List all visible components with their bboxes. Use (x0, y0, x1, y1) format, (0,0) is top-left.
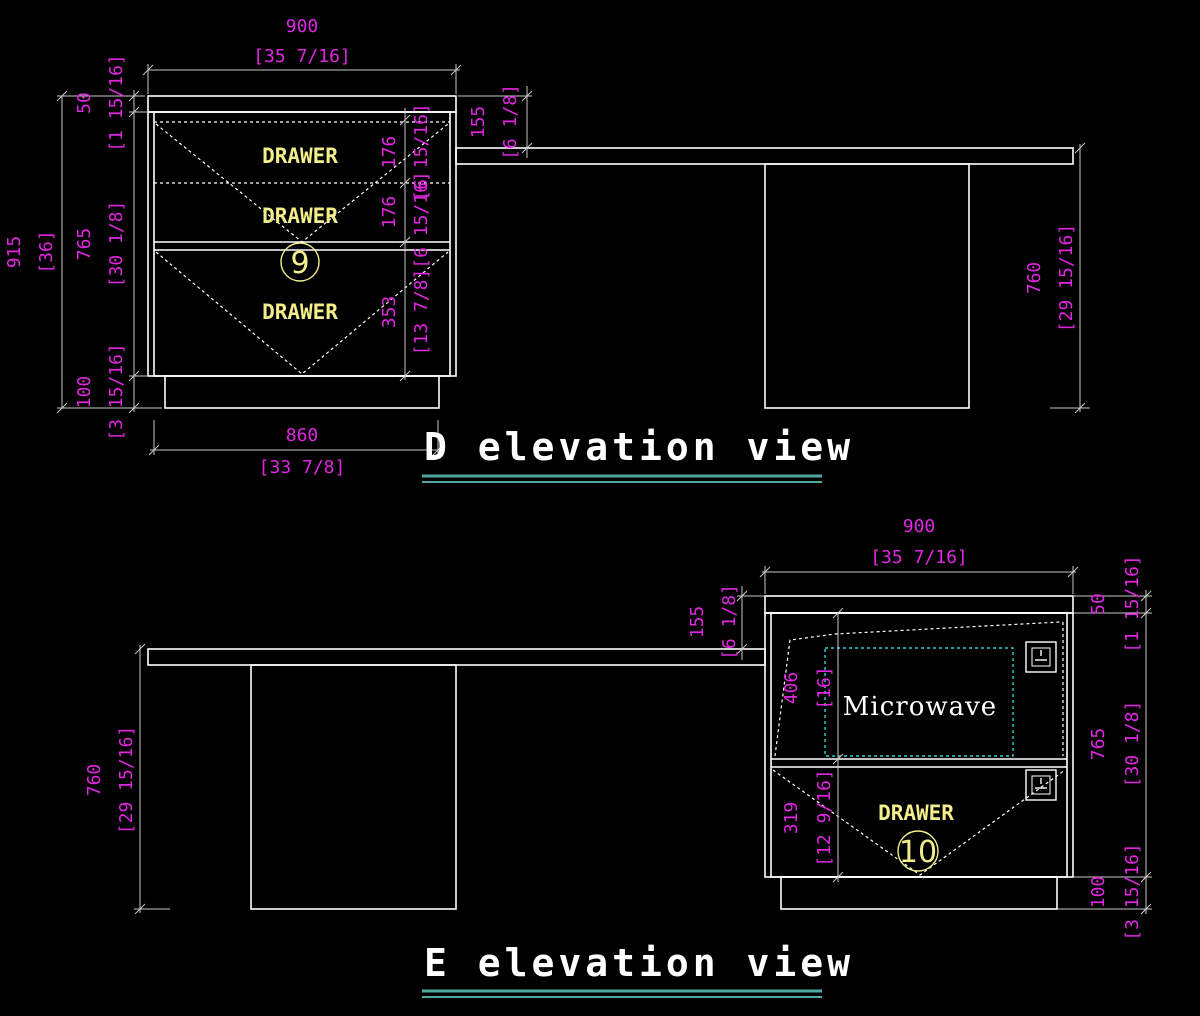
e-desk-height-in: [29 15/16] (116, 726, 137, 834)
e-top-thickness-mm: 50 (1088, 593, 1109, 615)
e-top-thickness-in: [1 15/16] (1122, 555, 1143, 653)
e-desk-drop-mm: 155 (687, 606, 708, 639)
e-drawer-label: DRAWER (878, 801, 954, 825)
e-desk-height-mm: 760 (84, 764, 105, 797)
socket-icon (1025, 769, 1057, 801)
d-cabinet-plinth (164, 375, 440, 409)
e-width-top-mm: 900 (903, 516, 936, 537)
d-tag-circle (280, 242, 320, 282)
e-plinth-height-in: [3 15/16] (1122, 843, 1143, 941)
d-desk-drop-mm: 155 (468, 106, 489, 139)
d-carcass-height-in: [30 1/8] (106, 201, 127, 288)
d-plinth-height-mm: 100 (74, 376, 95, 409)
d-drawer3-in: [13 7/8] (411, 269, 432, 356)
d-drawer2-mm: 176 (379, 196, 400, 229)
d-width-bottom-in: [33 7/8] (259, 457, 346, 478)
d-width-bottom-mm: 860 (286, 425, 319, 446)
d-drawer3-mm: 353 (379, 296, 400, 329)
e-microwave-bay-in: [16] (814, 666, 835, 709)
e-tag-circle (897, 830, 939, 872)
d-drawer1-in: [6 15/16] (411, 103, 432, 201)
e-width-top-in: [35 7/16] (870, 547, 968, 568)
d-width-top-in: [35 7/16] (253, 46, 351, 67)
d-plinth-height-in: [3 15/16] (106, 343, 127, 441)
e-desk-leg (250, 664, 457, 910)
d-width-top-mm: 900 (286, 16, 319, 37)
e-microwave-bay-mm: 406 (781, 672, 802, 705)
socket-icon (1025, 641, 1057, 673)
d-view-title: D elevation view (424, 425, 854, 469)
d-total-height-in: [36] (36, 230, 57, 273)
e-desk-drop-in: [6 1/8] (719, 584, 740, 660)
d-total-height-mm: 915 (4, 236, 25, 269)
d-drawer2-in: [6 15/16] (411, 171, 432, 269)
e-view-title: E elevation view (424, 941, 854, 985)
e-microwave-label: Microwave (843, 692, 997, 722)
e-tag-number: 10 (899, 835, 937, 870)
d-carcass-height-mm: 765 (74, 228, 95, 261)
d-tag-number: 9 (290, 246, 309, 281)
e-plinth-height-mm: 100 (1088, 876, 1109, 909)
d-drawer-label-1: DRAWER (262, 144, 338, 168)
e-drawer-height-in: [12 9/16] (814, 769, 835, 867)
d-drawer-label-2: DRAWER (262, 204, 338, 228)
d-desk-height-mm: 760 (1024, 262, 1045, 295)
e-cabinet-plinth (780, 876, 1058, 910)
d-desk-leg (764, 163, 970, 409)
e-elevation-view: Microwave DRAWER 10 900 [35 7/16] (84, 516, 1152, 998)
d-elevation-view: DRAWER DRAWER DRAWER 9 900 [35 7/16] 860… (4, 16, 1090, 483)
d-desk-drop-in: [6 1/8] (500, 84, 521, 160)
e-carcass-height-mm: 765 (1088, 728, 1109, 761)
e-microwave-outline (824, 647, 1014, 757)
e-drawer-height-mm: 319 (781, 802, 802, 835)
d-top-thickness-in: [1 15/16] (106, 54, 127, 152)
d-desk-height-in: [29 15/16] (1056, 224, 1077, 332)
d-drawer-label-3: DRAWER (262, 300, 338, 324)
d-top-thickness-mm: 50 (74, 92, 95, 114)
e-carcass-height-in: [30 1/8] (1122, 701, 1143, 788)
d-drawer1-mm: 176 (379, 136, 400, 169)
